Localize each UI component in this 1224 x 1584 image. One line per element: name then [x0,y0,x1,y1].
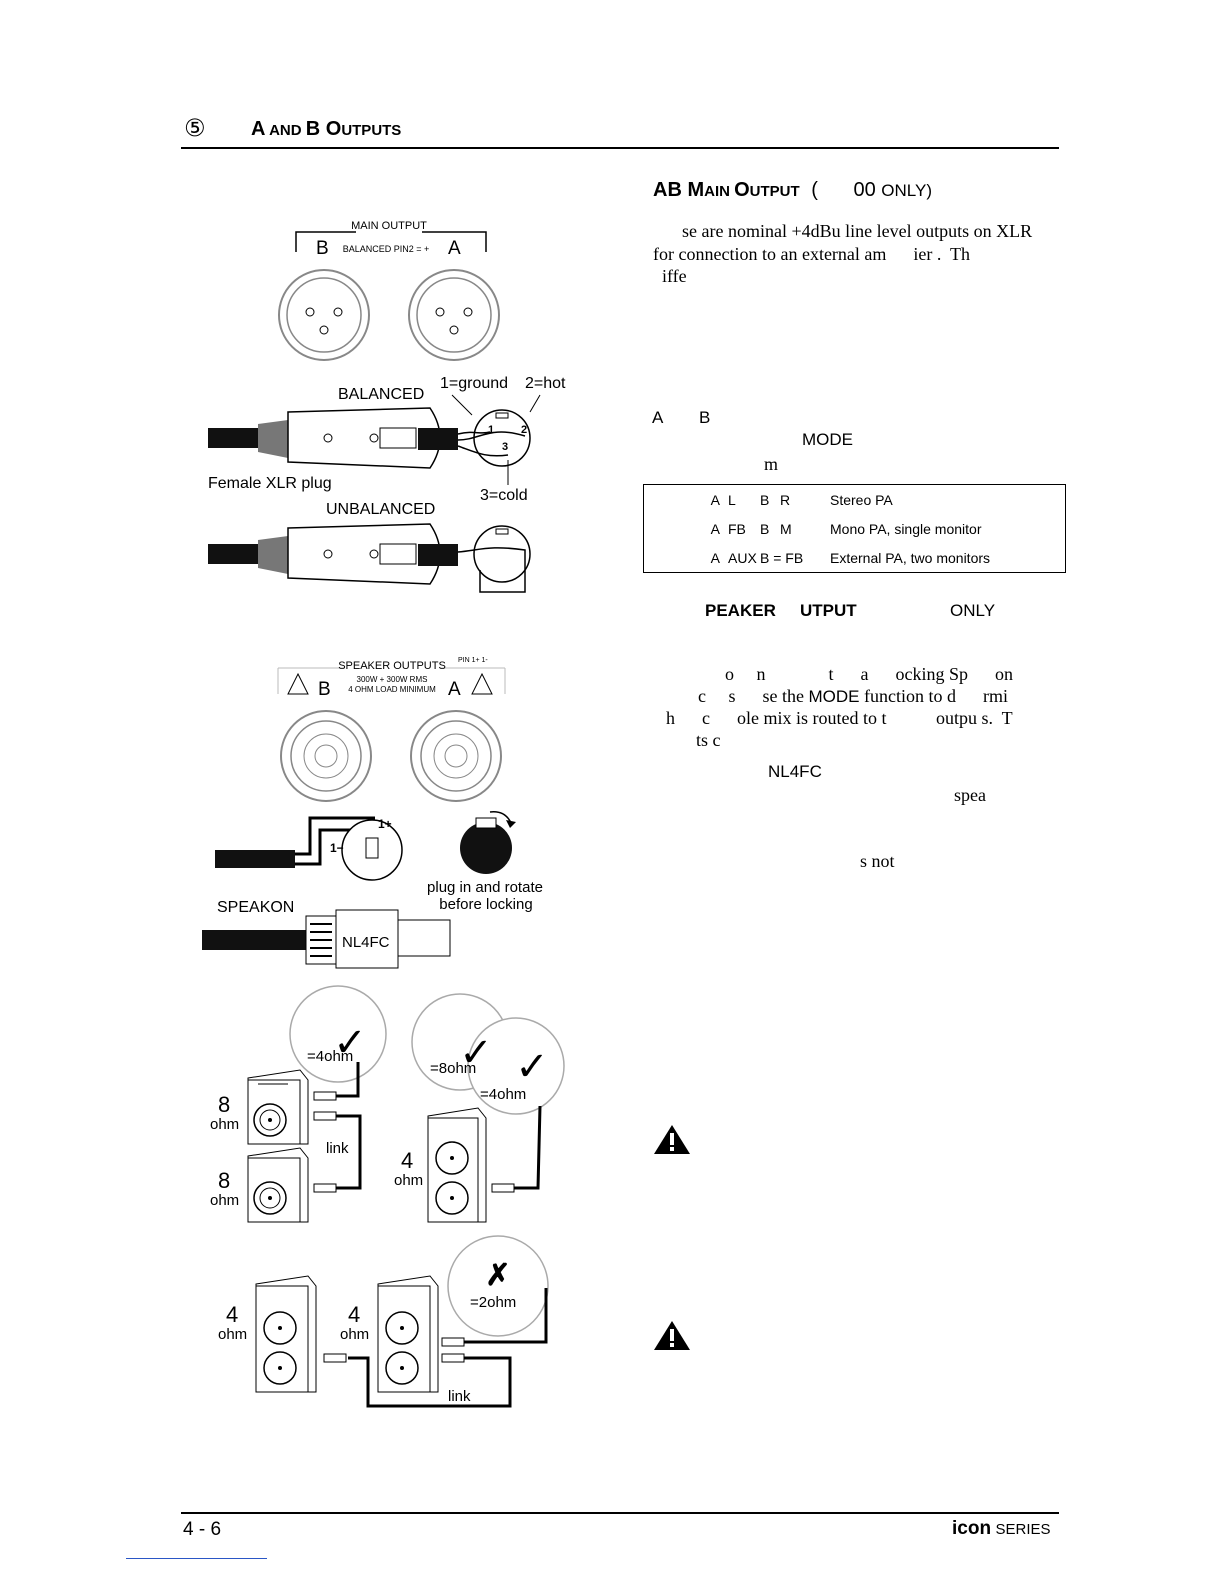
speaker-outputs-panel: SPEAKER OUTPUTS PIN 1+ 1- 300W + 300W RM… [277,657,506,802]
main-output-panel: MAIN OUTPUT B A BALANCED PIN2 = + [278,220,500,361]
label-b: B [699,408,711,427]
balanced-pin-label: BALANCED PIN2 = + [343,244,430,254]
ohm-label: ohm [394,1172,423,1189]
speaker-cabinet [247,1147,309,1223]
speaker-cabinet [247,1069,309,1145]
speaker-output-heading-a: PEAKER [705,601,776,620]
check-icon: ✓ [515,1045,549,1089]
nl4fc-plug-label: NL4FC [342,934,390,951]
female-xlr-label: Female XLR plug [208,475,332,492]
page-number: 4 - 6 [183,1519,222,1540]
one-minus-label: 1− [330,841,344,855]
pin3-label: 3 [502,441,508,453]
panel-a-label: A [448,238,461,259]
speaker-b-label: B [318,679,331,700]
link-label: link [326,1140,349,1157]
single-4ohm-speaker: ✓ ✓ =8ohm =4ohm 4 ohm [394,993,565,1223]
speakon-wiring: 1+ 1− plug in and rotate before locking … [202,811,543,969]
ohm-value-8: 8 [218,1092,230,1117]
ohm-label: ohm [210,1116,239,1133]
link-label: link [448,1388,471,1405]
connector-diagram: MAIN OUTPUT B A BALANCED PIN2 = + BALANC… [202,220,566,1408]
speaker-a-label: A [448,679,461,700]
two-4ohm-speakers: ✗ =2ohm 4 ohm 4 ohm link [218,1235,549,1408]
ground-label: 1=ground [440,375,508,392]
high-voltage-icon [287,672,309,695]
table-row: A AUX B = FB External PA, two monitors [710,549,991,566]
mode-word: MODE [802,430,853,449]
speaker-para-line1: o n t a ocking Sp on [725,664,1013,684]
pin1-label: 1 [488,424,494,436]
warning-icon [654,1321,690,1350]
cross-icon: ✗ [485,1259,510,1292]
one-plus-label: 1+ [378,817,392,831]
two-8ohm-speakers: ✓ =4ohm 8 ohm 8 ohm link [210,985,387,1223]
speaker-para-line3: h c ole mix is routed to t outpu s. T [666,708,1013,728]
table-row: A FB B M Mono PA, single monitor [710,520,982,537]
speakon-label: SPEAKON [217,899,294,916]
plug-rotate-line2: before locking [439,896,532,913]
power-label: 300W + 300W RMS [357,675,428,684]
speaker-para-line2: c s se the MODE function to d rmi [698,686,1008,706]
ohm-label: ohm [210,1192,239,1209]
speakon-socket-a [410,710,502,802]
label-a: A [652,408,664,427]
m-word: m [764,454,779,474]
balanced-xlr-plug: BALANCED 1=ground 2=hot 1 2 3 Female XLR… [208,375,566,504]
unbalanced-label: UNBALANCED [326,501,435,518]
eq-2ohm-label: =2ohm [470,1294,516,1311]
ohm-label: ohm [218,1326,247,1343]
footer-rule [181,1512,1059,1514]
speakon-socket-b [280,710,372,802]
pin-label: PIN 1+ 1- [458,657,488,664]
ab-main-output-heading: AB MAIN OUTPUT ( 00 ONLY) [653,179,932,201]
mode-table: A L B R Stereo PA A FB B M Mono PA, sing… [643,484,1066,573]
ohm-value-8: 8 [218,1168,230,1193]
speaker-output-heading-only: ONLY [950,601,996,620]
snot-fragment: s not [860,851,895,871]
cold-label: 3=cold [480,487,528,504]
ohm-value-4: 4 [348,1302,360,1327]
eq-4ohm-label-b: =4ohm [480,1086,526,1103]
speaker-para-line4: ts c [696,730,721,750]
header-rule [181,147,1059,149]
footer-brand: icon SERIES [952,1518,1051,1539]
load-label: 4 OHM LOAD MINIMUM [348,685,436,694]
ab-para-line1: se are nominal +4dBu line level outputs … [682,221,1033,241]
panel-b-label: B [316,238,329,259]
ab-para-line3: iffe [662,266,687,286]
spea-fragment: spea [954,785,986,805]
ohm-label: ohm [340,1326,369,1343]
eq-4ohm-label: =4ohm [307,1048,353,1065]
ohm-value-4: 4 [226,1302,238,1327]
unbalanced-xlr-plug: UNBALANCED [208,501,531,593]
speaker-outputs-label: SPEAKER OUTPUTS [338,660,446,672]
footer-link-underline [126,1558,267,1559]
xlr-socket-a [408,269,500,361]
table-row: A L B R Stereo PA [710,491,893,508]
check-icon: ✓ [333,1021,367,1065]
hot-label: 2=hot [525,375,566,392]
section-number: ⑤ [184,114,206,142]
check-icon: ✓ [459,1031,493,1075]
section-title: A AND B OUTPUTS [251,118,402,140]
eq-8ohm-label: =8ohm [430,1060,476,1077]
speaker-output-heading-b: UTPUT [800,601,857,620]
balanced-label: BALANCED [338,386,424,403]
warning-icon [654,1125,690,1154]
main-output-label: MAIN OUTPUT [351,220,427,232]
plug-rotate-line1: plug in and rotate [427,879,543,896]
ab-para-line2: for connection to an external am ier . T… [653,244,971,264]
nl4fc-label: NL4FC [768,762,822,781]
ohm-value-4: 4 [401,1148,413,1173]
pin2-label: 2 [521,424,527,436]
xlr-socket-b [278,269,370,361]
high-voltage-icon [471,672,493,695]
